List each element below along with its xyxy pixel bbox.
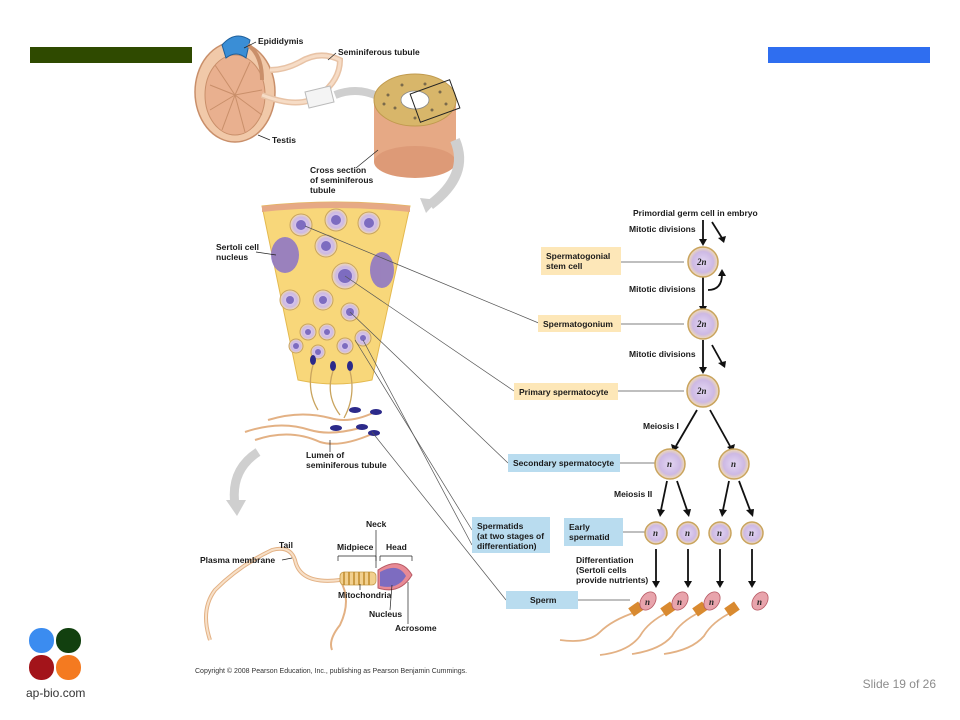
box-sperm	[506, 591, 578, 609]
label-acrosome: Acrosome	[395, 623, 437, 633]
ap-bio-logo	[29, 628, 81, 680]
box-spermatids-line1: Spermatids	[477, 521, 524, 531]
label-mitotic-3: Mitotic divisions	[629, 349, 696, 359]
tubule-cross-section	[373, 73, 461, 178]
title-bar-right	[768, 47, 930, 63]
ploidy-sperm-1: n	[645, 597, 650, 607]
label-nucleus: Nucleus	[369, 609, 402, 619]
label-mitochondria: Mitochondria	[338, 590, 392, 600]
label-differentiation-3: provide nutrients)	[576, 575, 648, 585]
ploidy-spermatid-1: n	[653, 528, 658, 538]
ploidy-spermatid-3: n	[717, 528, 722, 538]
ploidy-sperm-4: n	[757, 597, 762, 607]
sperm-structure	[204, 546, 413, 651]
lumen-sperm	[244, 411, 376, 445]
copyright-text: Copyright © 2008 Pearson Education, Inc.…	[195, 667, 467, 675]
box-spermatogonium	[538, 315, 621, 332]
tubule-wedge	[261, 201, 411, 419]
label-head: Head	[386, 542, 407, 552]
title-bar-left	[30, 47, 192, 63]
box-primary-spermatocyte	[514, 383, 618, 400]
label-testis: Testis	[272, 135, 296, 145]
mature-sperm-row	[559, 591, 769, 656]
label-midpiece: Midpiece	[337, 542, 374, 552]
ploidy-secondary-1: n	[667, 459, 672, 469]
box-secondary-label: Secondary spermatocyte	[513, 458, 614, 468]
ploidy-sperm-2: n	[677, 597, 682, 607]
ploidy-primary: 2n	[696, 386, 707, 396]
label-cross-section-3: tubule	[310, 185, 336, 195]
label-meiosis-2: Meiosis II	[614, 489, 652, 499]
ploidy-stem: 2n	[696, 257, 707, 267]
label-primordial: Primordial germ cell in embryo	[633, 208, 758, 218]
box-secondary-spermatocyte	[508, 454, 620, 472]
box-spermatids	[472, 517, 550, 553]
box-early-spermatid	[564, 518, 623, 546]
testis-illustration	[194, 35, 276, 143]
ploidy-spermatogonium: 2n	[696, 319, 707, 329]
label-lumen-2: seminiferous tubule	[306, 460, 387, 470]
zoom-arrow-3	[229, 448, 261, 506]
label-mitotic-2: Mitotic divisions	[629, 284, 696, 294]
label-mitotic-1: Mitotic divisions	[629, 224, 696, 234]
box-primary-label: Primary spermatocyte	[519, 387, 609, 397]
lumen-sperm-heads	[330, 407, 382, 436]
box-spermatids-line3: differentiation)	[477, 541, 537, 551]
ploidy-sperm-3: n	[709, 597, 714, 607]
slide-number: Slide 19 of 26	[862, 677, 936, 691]
box-early-line2: spermatid	[569, 532, 610, 542]
label-neck: Neck	[366, 519, 387, 529]
ploidy-secondary-2: n	[731, 459, 736, 469]
box-sperm-label: Sperm	[530, 595, 557, 605]
box-spermatids-line2: (at two stages of	[477, 531, 544, 541]
label-seminiferous-tubule: Seminiferous tubule	[338, 47, 420, 57]
ploidy-spermatid-4: n	[749, 528, 754, 538]
label-differentiation-1: Differentiation	[576, 555, 634, 565]
label-sertoli-2: nucleus	[216, 252, 248, 262]
stage-cells	[644, 246, 764, 545]
box-early-line1: Early	[569, 522, 590, 532]
ploidy-spermatid-2: n	[685, 528, 690, 538]
label-plasma-membrane: Plasma membrane	[200, 555, 275, 565]
arrowheads	[652, 236, 756, 588]
label-sertoli-1: Sertoli cell	[216, 242, 259, 252]
box-spermatogonium-label: Spermatogonium	[543, 319, 613, 329]
box-stem-cell-line2: stem cell	[546, 261, 582, 271]
label-cross-section-1: Cross section	[310, 165, 366, 175]
logo-text: ap-bio.com	[26, 686, 86, 700]
leader-lines	[304, 225, 542, 601]
label-meiosis-1: Meiosis I	[643, 421, 679, 431]
label-tail: Tail	[279, 540, 293, 550]
zoom-arrow-2	[426, 138, 465, 209]
box-stem-cell	[541, 247, 621, 275]
label-cross-section-2: of seminiferous	[310, 175, 374, 185]
lineage-arrows	[655, 220, 753, 582]
label-epididymis: Epididymis	[258, 36, 304, 46]
label-differentiation-2: (Sertoli cells	[576, 565, 627, 575]
box-stem-cell-line1: Spermatogonial	[546, 251, 610, 261]
seminiferous-tubule-strand	[260, 52, 344, 109]
label-lumen-1: Lumen of	[306, 450, 344, 460]
